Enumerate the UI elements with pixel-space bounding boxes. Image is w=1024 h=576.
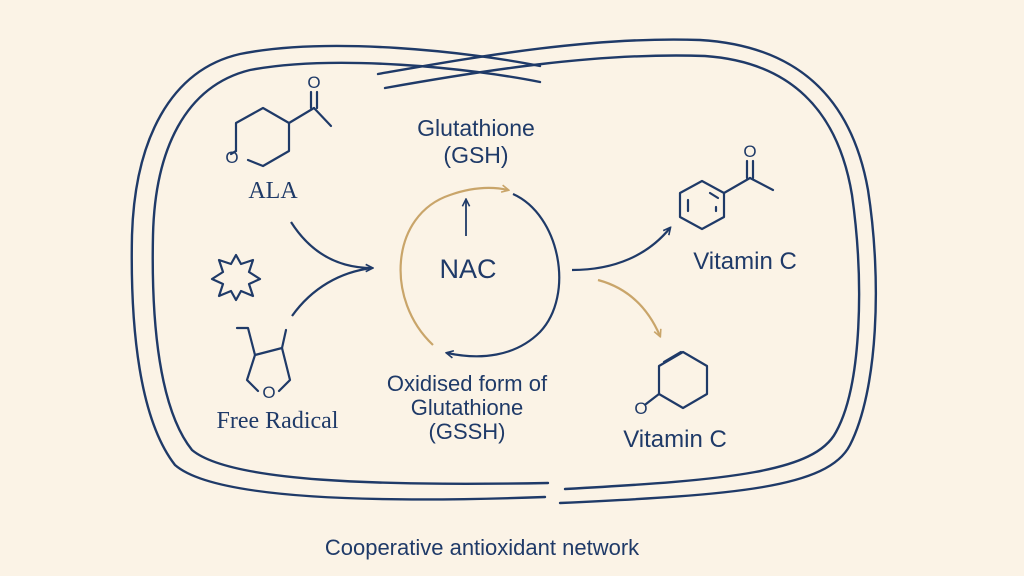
arrow-free-radical-to-nac — [292, 268, 372, 316]
gssh-label-line2: Glutathione — [410, 395, 524, 421]
vitamin-c-top-molecule — [680, 161, 773, 229]
membrane-inner-left — [153, 63, 548, 484]
membrane-outer-left — [132, 46, 545, 499]
ala-carbonyl-oxygen: O — [307, 73, 320, 92]
arrow-nac-to-vitamin-c-top — [572, 228, 670, 270]
vitamin-c-top-label: Vitamin C — [693, 248, 797, 275]
gssh-label: Oxidised form of Glutathione (GSSH) — [372, 371, 562, 445]
gssh-label-line3: (GSSH) — [428, 419, 506, 445]
arrow-ala-to-nac — [291, 222, 372, 268]
gssh-label-line1: Oxidised form of — [386, 371, 548, 396]
cell-membrane — [132, 40, 876, 503]
ala-label: ALA — [248, 178, 298, 204]
arrow-nac-to-vitamin-c-bottom — [598, 280, 660, 336]
vitamin-c-bottom-oxygen: O — [634, 399, 647, 418]
gsh-label-line2: (GSH) — [443, 142, 509, 169]
ala-molecule — [231, 92, 331, 166]
gsh-label: Glutathione (GSH) — [390, 115, 562, 169]
diagram-caption: Cooperative antioxidant network — [324, 535, 640, 560]
free-radical-molecule — [237, 328, 290, 391]
ala-ring — [236, 108, 289, 166]
cycle-navy-arc — [447, 194, 559, 356]
vitamin-c-bottom-label: Vitamin C — [623, 426, 727, 453]
nac-label: NAC — [439, 254, 497, 284]
free-radical-label: Free Radical — [216, 408, 339, 434]
membrane-inner-right — [385, 55, 859, 489]
gsh-label-line1: Glutathione — [417, 115, 535, 141]
vitamin-c-bottom-molecule — [646, 352, 707, 408]
free-radical-ring-oxygen: O — [262, 383, 275, 402]
ala-ring-oxygen: O — [225, 148, 238, 167]
membrane-outer-right — [378, 40, 876, 503]
free-radical-star-icon — [212, 255, 260, 300]
cycle-gold-arc — [401, 188, 508, 345]
vitamin-c-top-oxygen: O — [743, 142, 756, 161]
